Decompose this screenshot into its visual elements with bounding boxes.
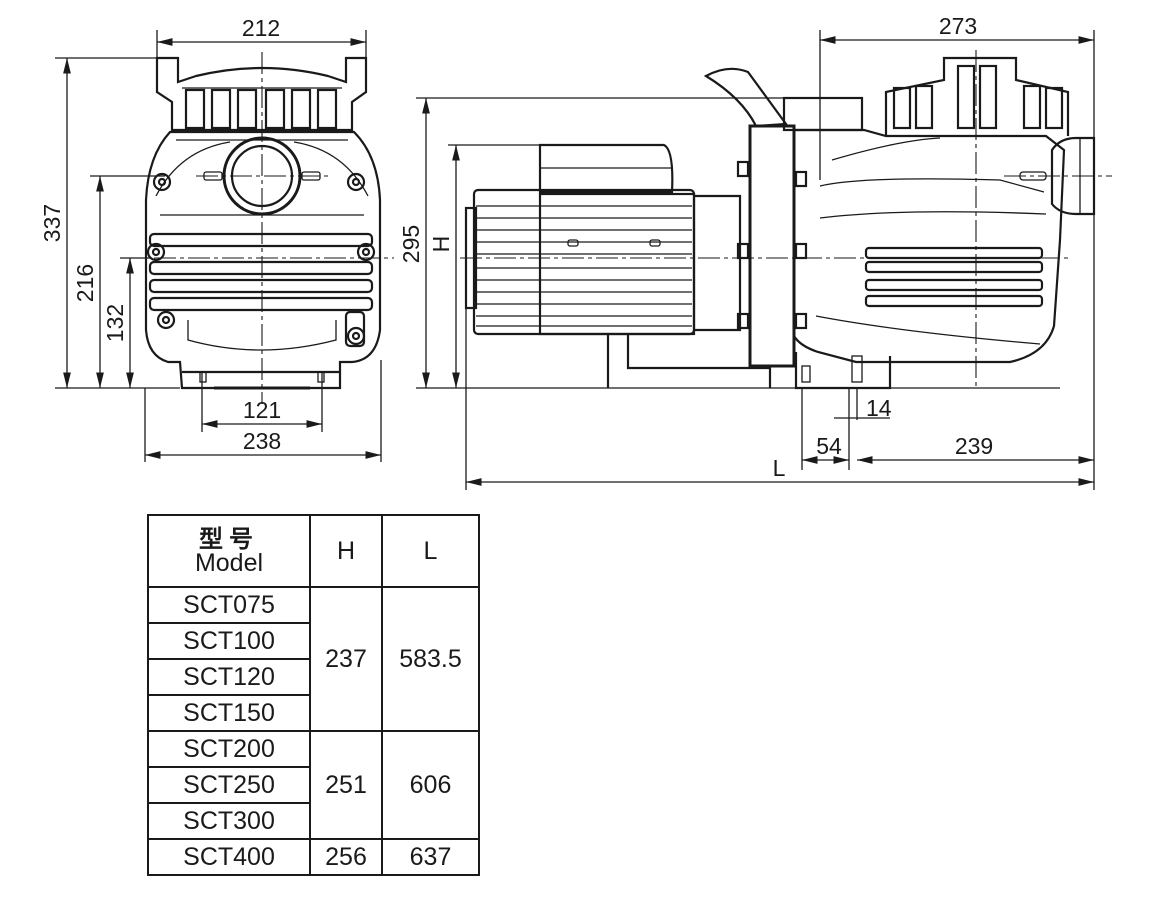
dim-337: 337 xyxy=(39,204,65,242)
dim-238: 238 xyxy=(243,428,281,454)
model-cell: SCT400 xyxy=(147,838,311,876)
dim-273: 273 xyxy=(939,13,977,39)
header-model-cn: 型号 xyxy=(199,525,259,553)
table-row: SCT200 251 606 xyxy=(147,730,480,840)
table-row: SCT250 xyxy=(147,766,479,804)
front-pump-body xyxy=(144,56,382,390)
side-view: 273 295 H 14 54 239 L xyxy=(398,13,1112,490)
table-row: SCT400 256 637 xyxy=(147,838,480,876)
dim-h: H xyxy=(428,236,454,253)
l-cell: 606 xyxy=(381,730,480,840)
model-cell: SCT200 xyxy=(147,730,311,768)
table-header-row: 型号 Model H L xyxy=(147,514,480,588)
table-row: SCT150 xyxy=(147,694,479,732)
table-row: SCT075 237 583.5 xyxy=(147,586,480,732)
h-cell: 237 xyxy=(309,586,383,732)
h-cell: 256 xyxy=(309,838,383,876)
model-cell: SCT150 xyxy=(147,694,311,732)
header-h: H xyxy=(309,514,383,588)
h-cell: 251 xyxy=(309,730,383,840)
dim-216: 216 xyxy=(72,264,98,302)
dim-14: 14 xyxy=(866,395,892,421)
dim-54: 54 xyxy=(816,433,842,459)
l-cell: 637 xyxy=(381,838,480,876)
model-cell: SCT100 xyxy=(147,622,311,660)
dim-l: L xyxy=(773,455,786,481)
l-cell: 583.5 xyxy=(381,586,480,732)
model-cell: SCT120 xyxy=(147,658,311,696)
side-motor xyxy=(464,143,772,388)
dim-212: 212 xyxy=(242,15,280,41)
dim-239: 239 xyxy=(955,433,993,459)
table-row: SCT100 xyxy=(147,622,479,660)
front-view: 212 337 216 132 121 238 xyxy=(39,15,394,462)
side-flange xyxy=(736,124,808,368)
side-outlet xyxy=(782,96,864,132)
side-handle xyxy=(703,67,789,128)
table-row: SCT120 xyxy=(147,658,479,696)
dim-295: 295 xyxy=(398,225,424,263)
header-l: L xyxy=(381,514,480,588)
header-model: 型号 Model xyxy=(147,514,311,588)
model-cell: SCT075 xyxy=(147,586,311,624)
model-cell: SCT300 xyxy=(147,802,311,840)
table-row: SCT300 xyxy=(147,802,479,840)
model-cell: SCT250 xyxy=(147,766,311,804)
dim-132: 132 xyxy=(102,304,128,342)
header-model-en: Model xyxy=(194,549,264,577)
model-table: 型号 Model H L SCT075 237 583.5 SCT100 SCT… xyxy=(147,514,480,876)
side-strainer xyxy=(792,56,1096,390)
